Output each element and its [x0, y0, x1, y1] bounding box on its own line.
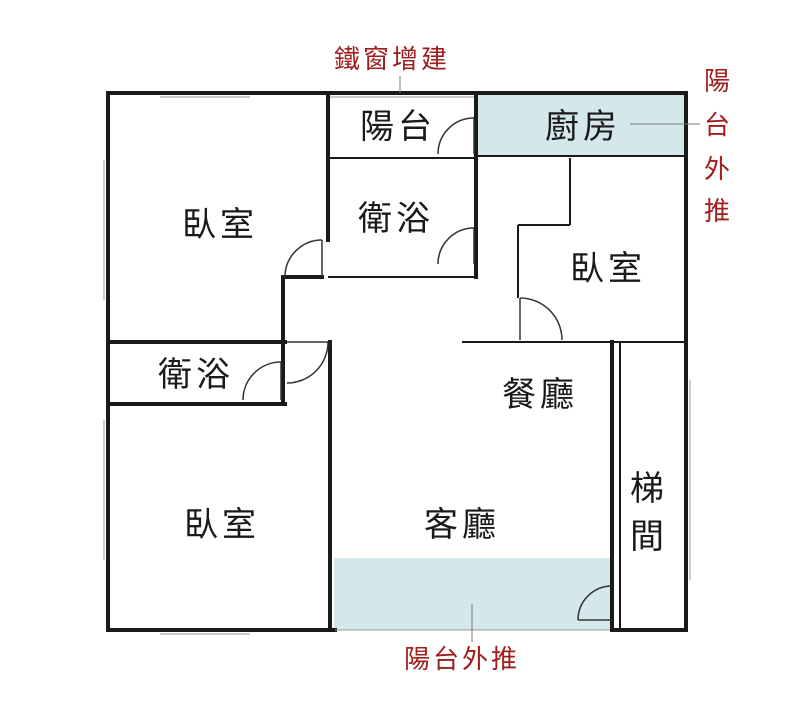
room-label-living: 客廳: [424, 505, 500, 545]
room-label-bedroom-bottom-left: 臥室: [184, 505, 260, 545]
room-label-kitchen: 廚房: [545, 107, 621, 147]
room-label-bath-upper: 衛浴: [358, 199, 434, 239]
outer-walls: [106, 91, 688, 632]
doors: [242, 117, 613, 621]
room-label-stairs-2: 間: [630, 517, 668, 557]
room-label-bath-left: 衛浴: [158, 355, 234, 395]
room-label-stairs-1: 梯: [630, 469, 668, 509]
windows: [103, 96, 691, 635]
room-label-bedroom-top-left: 臥室: [182, 205, 258, 245]
annotation-right-4: 推: [704, 197, 733, 227]
kitchen-extension-highlight: [476, 94, 684, 156]
annotation-right-2: 台: [704, 111, 733, 141]
interior-walls: [106, 91, 686, 632]
room-label-balcony-top: 陽台: [360, 107, 436, 147]
balcony-extension-highlight: [334, 558, 612, 630]
annotation-top: 鐵窗增建: [334, 45, 450, 75]
annotation-bottom: 陽台外推: [404, 645, 520, 675]
annotation-right-3: 外: [704, 155, 733, 185]
annotation-right-1: 陽: [704, 67, 733, 97]
room-label-bedroom-right: 臥室: [570, 249, 646, 289]
room-label-dining: 餐廳: [502, 375, 578, 415]
